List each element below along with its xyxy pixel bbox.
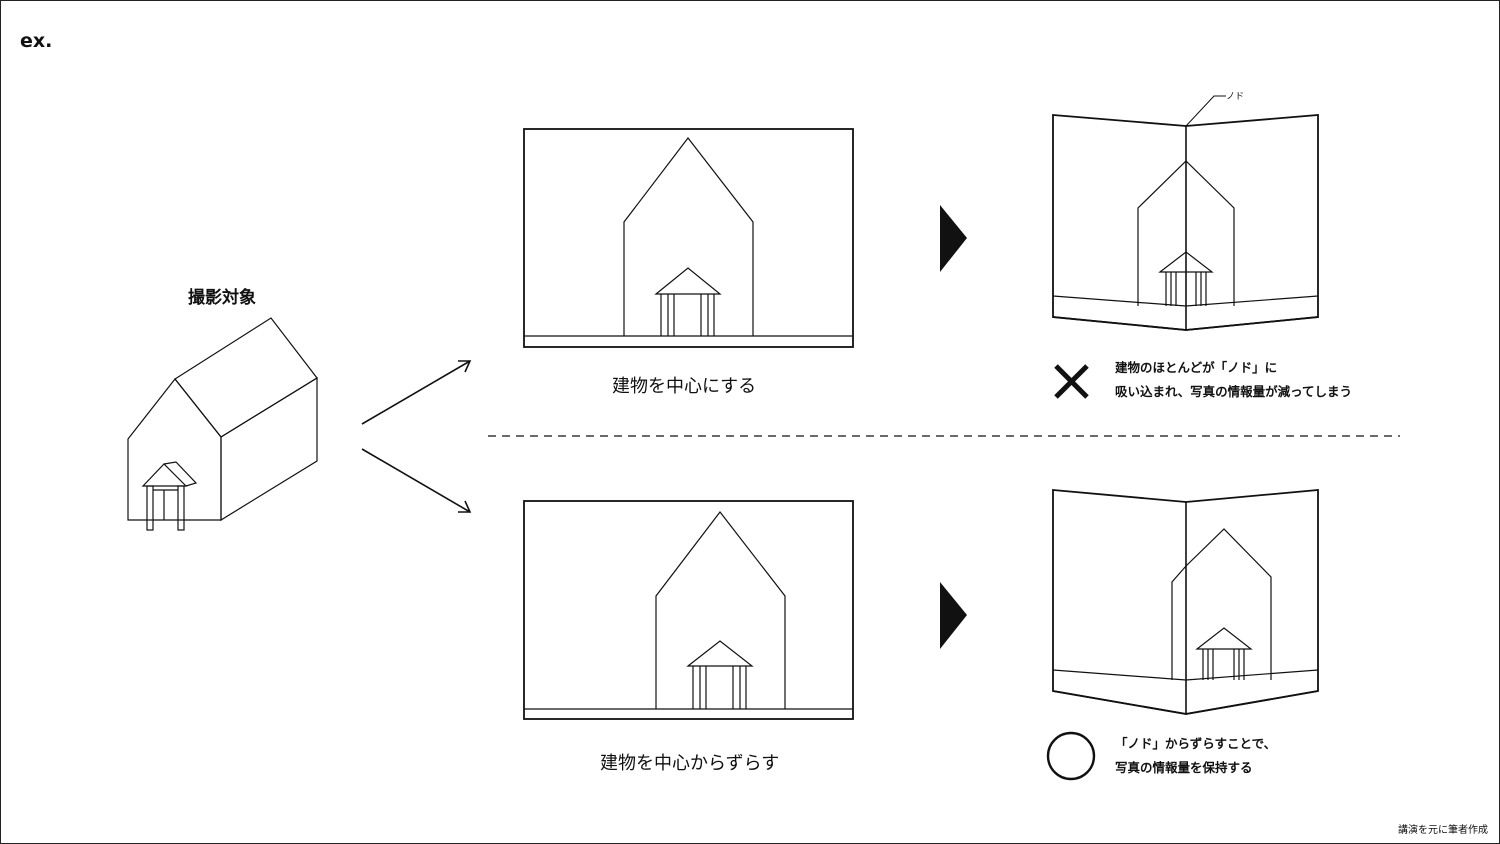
- photo-offset: [523, 500, 854, 720]
- note-centered-line1: 建物のほとんどが「ノド」に: [1115, 360, 1278, 375]
- node-leader-line: [1185, 95, 1226, 127]
- photo-centered: [523, 128, 854, 348]
- example-label: ex.: [20, 30, 53, 52]
- note-centered: 建物のほとんどが「ノド」に 吸い込まれ、写真の情報量が減ってしまう: [1115, 356, 1352, 404]
- house-isometric-illustration: [127, 317, 318, 531]
- circle-icon: [1046, 731, 1096, 781]
- credit-text: 講演を元に筆者作成: [1398, 825, 1488, 836]
- book-spread-offset: [1052, 489, 1319, 715]
- note-centered-line2: 吸い込まれ、写真の情報量が減ってしまう: [1115, 384, 1353, 399]
- branch-arrow-up: [361, 360, 472, 425]
- caption-centered: 建物を中心にする: [612, 376, 757, 397]
- note-offset-line2: 写真の情報量を保持する: [1115, 760, 1253, 775]
- node-label: ノド: [1226, 92, 1245, 102]
- cross-icon: [1054, 364, 1089, 399]
- branch-arrow-down: [361, 448, 472, 513]
- note-offset: 「ノド」からずらすことで、 写真の情報量を保持する: [1115, 732, 1276, 780]
- subject-title: 撮影対象: [188, 288, 256, 308]
- caption-offset: 建物を中心からずらす: [600, 753, 780, 774]
- note-offset-line1: 「ノド」からずらすことで、: [1115, 736, 1277, 751]
- book-spread-centered: [1052, 95, 1319, 331]
- result-arrow-bottom: [940, 582, 967, 649]
- result-arrow-top: [940, 205, 967, 272]
